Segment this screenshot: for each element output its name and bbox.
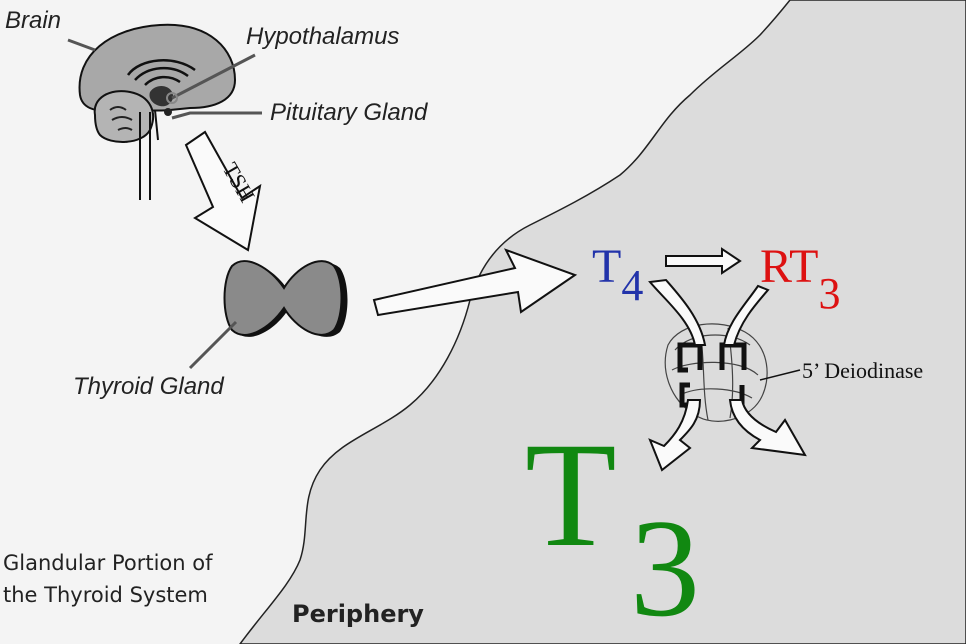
enzyme-scribble: [664, 323, 768, 422]
t3-subscript: 3: [630, 491, 700, 644]
tsh-arrow: TSH: [184, 130, 262, 252]
thyroid-leader: [188, 320, 238, 370]
rt3-letters: RT: [760, 240, 818, 293]
enzyme-arrow-right: [728, 399, 807, 457]
label-rt3: RT3: [760, 240, 840, 318]
thyroid-to-t4-arrow: [372, 248, 578, 317]
brain-inner-curves: [126, 59, 196, 86]
label-brain: Brain: [5, 7, 61, 34]
enzyme-arrow-left: [648, 399, 702, 472]
label-thyroid: Thyroid Gland: [73, 373, 224, 400]
enzyme-pocket-left: [677, 342, 703, 408]
pituitary-leader: [171, 111, 262, 120]
label-t3: T3: [525, 412, 700, 644]
tsh-arrow-shape: [184, 130, 262, 252]
pituitary-dot: [164, 108, 172, 116]
cerebellum-folds: [109, 106, 133, 131]
label-glandular-line2: the Thyroid System: [3, 583, 208, 607]
label-t4: T4: [592, 240, 643, 310]
brain-leader: [67, 38, 96, 52]
deiodinase-leader: [759, 369, 801, 381]
t4-to-rt3-arrow: [665, 247, 742, 275]
thyroid-gland-illustration: [223, 260, 348, 337]
thyroid-gland: [223, 260, 343, 336]
label-deiodinase: 5’ Deiodinase: [802, 358, 923, 383]
t4-subscript: 4: [621, 261, 643, 310]
t4-letter: T: [592, 240, 621, 293]
rt3-subscript: 3: [818, 269, 840, 318]
label-hypothalamus: Hypothalamus: [246, 23, 399, 50]
brain-illustration: [78, 23, 237, 200]
label-pituitary: Pituitary Gland: [270, 99, 428, 126]
t3-letter: T: [525, 412, 617, 578]
hypothalamus-marker: [166, 92, 178, 104]
deiodinase-enzyme: [648, 278, 807, 472]
t4-curve-left: [648, 278, 707, 346]
label-glandular-line1: Glandular Portion of: [3, 551, 213, 575]
label-periphery: Periphery: [292, 600, 424, 628]
t4-curve-right: [722, 284, 770, 346]
hypothalamus-leader: [171, 53, 256, 100]
brain-stem: [139, 109, 159, 200]
